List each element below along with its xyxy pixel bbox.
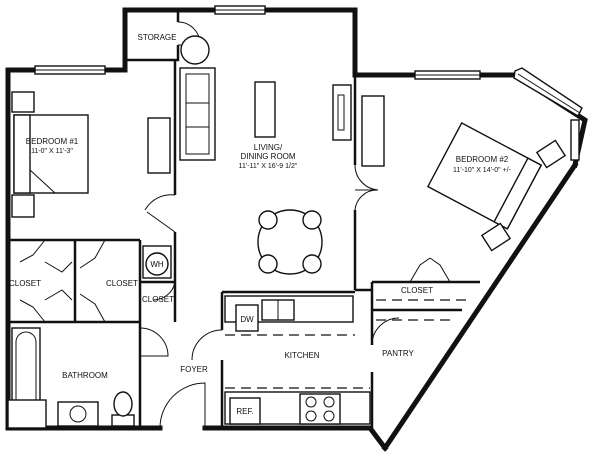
label-pantry: PANTRY xyxy=(382,349,414,358)
label-kitchen: KITCHEN xyxy=(284,351,319,360)
label-dishwasher: DW xyxy=(240,315,254,324)
label-closet-bath: CLOSET xyxy=(106,279,138,288)
dims-living: 11'-11" X 16'-9 1/2" xyxy=(239,163,298,170)
interior-walls xyxy=(8,10,480,428)
doors xyxy=(19,21,451,429)
label-water-heater: WH xyxy=(150,260,164,269)
dims-bedroom-1: 11-0" X 11'-3" xyxy=(31,148,73,155)
label-living-2: DINING ROOM xyxy=(240,152,295,161)
label-storage: STORAGE xyxy=(138,33,177,42)
label-closet-small: CLOSET xyxy=(142,295,174,304)
label-bedroom-2: BEDROOM #2 xyxy=(456,155,509,164)
label-refrigerator: REF. xyxy=(236,407,253,416)
windows xyxy=(34,5,583,161)
label-closet-bedroom-1: CLOSET xyxy=(9,279,41,288)
label-closet-bedroom-2: CLOSET xyxy=(401,286,433,295)
label-living: LIVING/ xyxy=(254,143,283,152)
dims-bedroom-2: 11'-10" X 14'-0" +/- xyxy=(453,167,512,174)
label-foyer: FOYER xyxy=(180,365,208,374)
furniture xyxy=(7,35,567,429)
label-bathroom: BATHROOM xyxy=(62,371,108,380)
label-bedroom-1: BEDROOM #1 xyxy=(26,137,79,146)
room-labels: STORAGE LIVING/ DINING ROOM 11'-11" X 16… xyxy=(9,33,512,416)
